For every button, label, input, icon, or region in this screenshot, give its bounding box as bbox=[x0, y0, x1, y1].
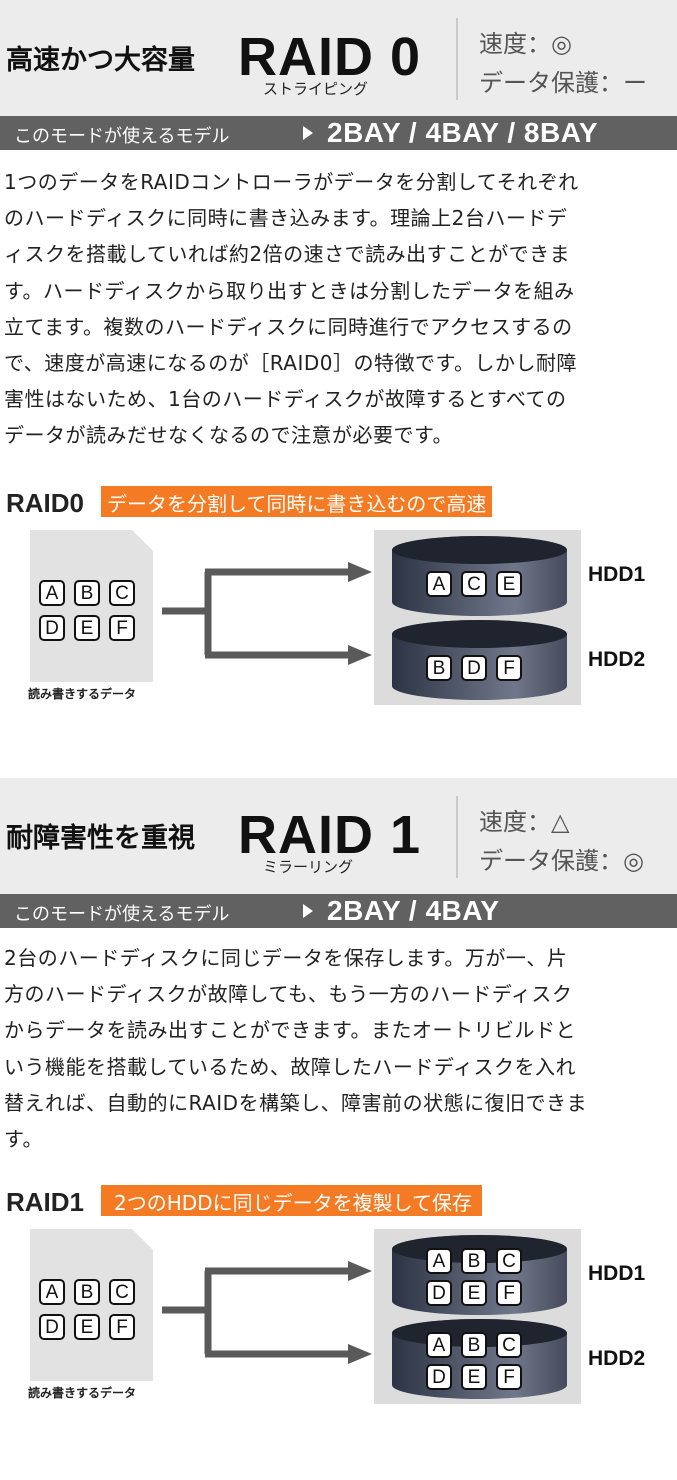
hdd2-label: HDD2 bbox=[588, 648, 646, 671]
data-tile: F bbox=[496, 655, 522, 681]
data-tile: D bbox=[426, 1364, 452, 1390]
hdd2-label: HDD2 bbox=[588, 1347, 646, 1370]
header-divider bbox=[456, 18, 458, 100]
data-tile: E bbox=[461, 1364, 487, 1390]
raid0-description: 1つのデータをRAIDコントローラがデータを分割してそれぞれ のハードディスクに… bbox=[4, 170, 579, 448]
data-tile: A bbox=[426, 571, 452, 597]
data-tile: F bbox=[109, 615, 135, 641]
hdd1-label: HDD1 bbox=[588, 563, 646, 586]
raid0-diagram: RAID0 データを分割して同時に書き込むので高速 A B C D E F 読み… bbox=[0, 484, 677, 724]
diagram-label: RAID0 bbox=[6, 488, 85, 518]
raid1-title: 耐障害性を重視 bbox=[6, 823, 195, 854]
data-tile: C bbox=[109, 580, 135, 606]
data-tile: E bbox=[496, 571, 522, 597]
raid0-protection: データ保護：ー bbox=[479, 69, 647, 97]
hdd2-tiles: B D F bbox=[426, 655, 522, 681]
data-document bbox=[30, 1229, 153, 1381]
raid1-name: RAID 1 bbox=[238, 805, 422, 865]
data-tile: F bbox=[496, 1280, 522, 1306]
data-tile: D bbox=[39, 615, 65, 641]
data-document bbox=[30, 530, 153, 682]
data-tile: D bbox=[39, 1314, 65, 1340]
data-tile: D bbox=[461, 655, 487, 681]
data-tile: B bbox=[461, 1248, 487, 1274]
data-tile: D bbox=[426, 1280, 452, 1306]
triangle-right-icon bbox=[303, 126, 313, 140]
raid0-title: 高速かつ大容量 bbox=[6, 45, 195, 76]
diagram-label: RAID1 bbox=[6, 1187, 85, 1217]
data-tile: A bbox=[39, 1279, 65, 1305]
source-label: 読み書きするデータ bbox=[28, 1386, 137, 1400]
data-tile: E bbox=[461, 1280, 487, 1306]
raid1-header: 耐障害性を重視 RAID 1 ミラーリング 速度：△ データ保護：◎ bbox=[0, 778, 677, 894]
data-tile: C bbox=[496, 1332, 522, 1358]
header-divider bbox=[456, 796, 458, 878]
data-tile: C bbox=[496, 1248, 522, 1274]
raid0-header: 高速かつ大容量 RAID 0 ストライピング 速度：◎ データ保護：ー bbox=[0, 0, 677, 116]
models-value: 2BAY / 4BAY bbox=[327, 895, 500, 926]
models-label: このモードが使えるモデル bbox=[14, 126, 230, 147]
hdd1-label: HDD1 bbox=[588, 1262, 646, 1285]
split-arrow-icon bbox=[162, 1261, 372, 1364]
data-tile: E bbox=[74, 1314, 100, 1340]
data-tile: F bbox=[496, 1364, 522, 1390]
hdd2-disk: A B C D E F bbox=[392, 1319, 567, 1399]
data-tile: C bbox=[109, 1279, 135, 1305]
triangle-right-icon bbox=[303, 904, 313, 918]
diagram-badge: 2つのHDDに同じデータを複製して保存 bbox=[101, 1185, 482, 1216]
hdd2-disk: B D F bbox=[392, 620, 567, 700]
models-label: このモードが使えるモデル bbox=[14, 904, 230, 925]
split-arrow-icon bbox=[162, 562, 372, 665]
raid0-section: 高速かつ大容量 RAID 0 ストライピング 速度：◎ データ保護：ー このモー… bbox=[0, 0, 677, 724]
data-tile: C bbox=[461, 571, 487, 597]
data-tile: B bbox=[461, 1332, 487, 1358]
data-tile: B bbox=[74, 1279, 100, 1305]
raid1-description: 2台のハードディスクに同じデータを保存します。万が一、片 方のハードディスクが故… bbox=[4, 946, 588, 1152]
diagram-badge: データを分割して同時に書き込むので高速 bbox=[101, 486, 493, 517]
data-tile: B bbox=[426, 655, 452, 681]
hdd1-disk: A B C D E F bbox=[392, 1235, 567, 1315]
raid0-subtitle: ストライピング bbox=[263, 80, 369, 98]
data-tile: A bbox=[39, 580, 65, 606]
hdd1-tiles: A C E bbox=[426, 571, 522, 597]
raid1-speed: 速度：△ bbox=[479, 808, 570, 836]
data-tile: E bbox=[74, 615, 100, 641]
source-label: 読み書きするデータ bbox=[28, 687, 137, 701]
raid1-diagram: RAID1 2つのHDDに同じデータを複製して保存 A B C D E F 読み… bbox=[0, 1183, 677, 1423]
raid0-name: RAID 0 bbox=[238, 27, 422, 87]
hdd1-disk: A C E bbox=[392, 536, 567, 616]
raid1-subtitle: ミラーリング bbox=[263, 858, 354, 876]
hdd1-tiles: A B C D E F bbox=[426, 1248, 522, 1306]
raid0-speed: 速度：◎ bbox=[479, 30, 572, 58]
data-tile: B bbox=[74, 580, 100, 606]
data-tile: A bbox=[426, 1248, 452, 1274]
raid1-protection: データ保護：◎ bbox=[479, 847, 644, 875]
source-tiles: A B C D E F bbox=[39, 580, 135, 641]
data-tile: F bbox=[109, 1314, 135, 1340]
source-tiles: A B C D E F bbox=[39, 1279, 135, 1340]
data-tile: A bbox=[426, 1332, 452, 1358]
raid0-models-bar: このモードが使えるモデル 2BAY / 4BAY / 8BAY bbox=[0, 116, 677, 150]
hdd2-tiles: A B C D E F bbox=[426, 1332, 522, 1390]
raid1-section: 耐障害性を重視 RAID 1 ミラーリング 速度：△ データ保護：◎ このモード… bbox=[0, 778, 677, 1480]
models-value: 2BAY / 4BAY / 8BAY bbox=[327, 117, 599, 148]
raid1-models-bar: このモードが使えるモデル 2BAY / 4BAY bbox=[0, 894, 677, 928]
